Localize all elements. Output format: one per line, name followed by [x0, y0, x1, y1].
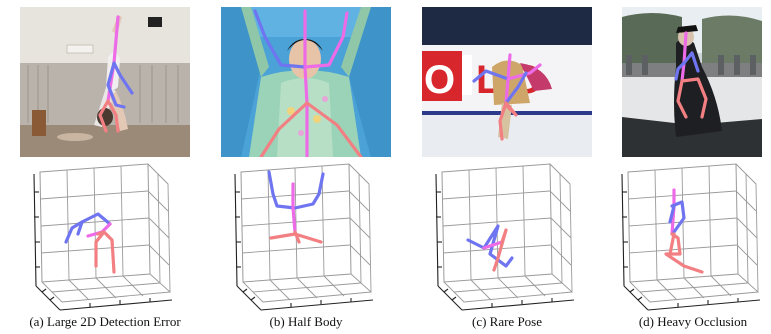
plot-a-3d-pose: [20, 162, 190, 312]
panel-d: (d) Heavy Occlusion: [608, 0, 771, 334]
plot-b-3d-pose: [221, 162, 391, 312]
photo-a-gymnast: [20, 7, 190, 157]
caption-c: (c) Rare Pose: [410, 314, 604, 330]
panel-b: (b) Half Body: [221, 0, 391, 334]
plot-c-3d-pose: [422, 162, 592, 312]
caption-a: (a) Large 2D Detection Error: [8, 314, 202, 330]
photo-c-skater-spin: O LIO: [422, 7, 592, 157]
photo-d-cloaked-person: [622, 7, 762, 157]
caption-b: (b) Half Body: [209, 314, 403, 330]
panel-a: (a) Large 2D Detection Error: [20, 0, 190, 334]
svg-text:O: O: [424, 58, 455, 102]
caption-d: (d) Heavy Occlusion: [596, 314, 771, 330]
plot-d-3d-pose: [608, 162, 771, 312]
panel-c: O LIO: [422, 0, 592, 334]
photo-b-skater-arms-up: [221, 7, 391, 157]
